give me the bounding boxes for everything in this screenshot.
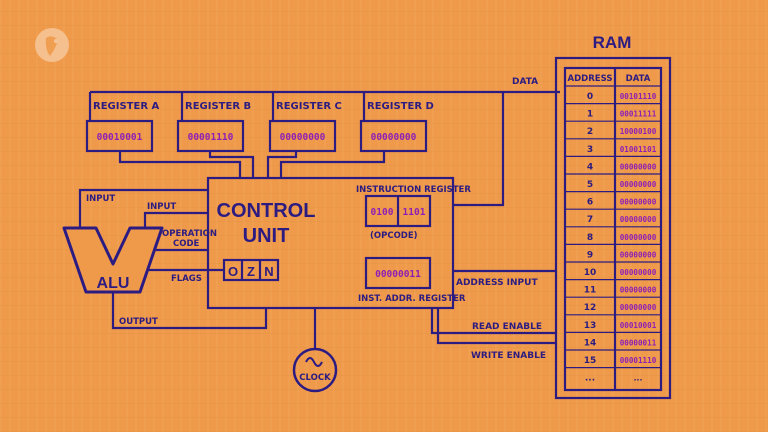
ram-address-cell: 3 <box>587 145 593 155</box>
register-c-label: REGISTER C <box>276 101 342 112</box>
clock: CLOCK <box>292 347 338 393</box>
ram-address-cell: 12 <box>584 303 597 313</box>
ram-address-cell: 2 <box>587 127 593 137</box>
ram-address-cell: 9 <box>587 250 593 260</box>
ram-address-cell: ... <box>585 374 595 384</box>
ram-address-cell: 4 <box>587 162 593 172</box>
alu-flags-label: FLAGS <box>171 274 202 284</box>
address-input-label: ADDRESS INPUT <box>456 278 538 288</box>
clock-label: CLOCK <box>299 373 331 383</box>
ram-data-cell: 00000000 <box>620 233 657 242</box>
register-b-label: REGISTER B <box>185 101 251 112</box>
opcode-label: (OPCODE) <box>370 231 418 241</box>
ram-data-cell: 00101110 <box>620 92 657 101</box>
register-a: REGISTER A 00010001 <box>85 101 159 153</box>
inst-addr-value: 00000011 <box>375 269 421 280</box>
alu-output-label: OUTPUT <box>119 317 158 327</box>
ram-table: 0 00101110 1 00011111 2 10000100 3 01001101 4 000… <box>565 85 661 384</box>
ram-address-cell: 11 <box>584 286 597 296</box>
ram-control-lines <box>313 269 557 350</box>
ram-data-cell: 00000000 <box>620 180 657 189</box>
alu-input-left-label: INPUT <box>86 194 115 204</box>
ram-data-cell: 00000011 <box>620 338 657 347</box>
ram-data-cell: 00000000 <box>620 286 657 295</box>
alu: ALU <box>62 226 164 294</box>
ram-address-cell: 15 <box>584 356 597 366</box>
ram-address-cell: 10 <box>584 268 597 278</box>
ram-data-cell: 00000000 <box>620 198 657 207</box>
operand-value: 1101 <box>403 207 426 218</box>
ram-data-cell: 00000000 <box>620 162 657 171</box>
ram-data-cell: 01001101 <box>620 145 657 154</box>
ram-address-cell: 14 <box>584 338 597 348</box>
ram-address-cell: 0 <box>587 92 593 102</box>
alu-label: ALU <box>97 275 130 292</box>
register-d-label: REGISTER D <box>367 101 434 112</box>
ram-title: RAM <box>593 33 632 52</box>
ram-data-cell: 00011111 <box>620 110 657 119</box>
control-unit-title-line2: UNIT <box>243 225 290 247</box>
register-a-label: REGISTER A <box>93 101 159 112</box>
instruction-register-label: INSTRUCTION REGISTER <box>356 185 471 195</box>
ram-data-cell: 00000000 <box>620 303 657 312</box>
ram-address-cell: 6 <box>587 198 593 208</box>
flag-overflow: O <box>228 264 238 279</box>
alu-opcode-label-line1: OPERATION <box>162 229 217 239</box>
register-b: REGISTER B 00001110 <box>176 101 251 153</box>
ram-data-cell: ... <box>634 374 643 383</box>
flag-negative: N <box>264 264 273 279</box>
register-c-value: 00000000 <box>280 132 326 143</box>
write-enable-label: WRITE ENABLE <box>471 351 546 361</box>
register-d-value: 00000000 <box>371 132 417 143</box>
ram-data-cell: 10000100 <box>620 127 657 136</box>
control-unit: CONTROL UNIT INSTRUCTION REGISTER 0100 1… <box>206 176 471 310</box>
data-bus-label: DATA <box>512 77 538 87</box>
ram-data-cell: 00000000 <box>620 215 657 224</box>
read-enable-label: READ ENABLE <box>472 322 542 332</box>
flag-zero: Z <box>247 264 255 279</box>
ram-address-cell: 5 <box>587 180 593 190</box>
register-b-value: 00001110 <box>188 132 234 143</box>
register-a-value: 00010001 <box>97 132 143 143</box>
ram-data-cell: 00010001 <box>620 321 657 330</box>
ram-header-data: DATA <box>626 74 651 84</box>
alu-input-right-label: INPUT <box>147 202 176 212</box>
ram-data-cell: 00001110 <box>620 356 657 365</box>
inst-addr-label: INST. ADDR. REGISTER <box>358 294 466 304</box>
ram-address-cell: 13 <box>584 321 597 331</box>
ram-address-cell: 8 <box>587 233 593 243</box>
opcode-value: 0100 <box>371 207 394 218</box>
ram-header-address: ADDRESS <box>568 74 613 84</box>
register-c: REGISTER C 00000000 <box>268 101 342 153</box>
alu-opcode-label-line2: CODE <box>173 239 200 249</box>
data-bus-lines <box>88 90 560 207</box>
ram-data-cell: 00000000 <box>620 250 657 259</box>
flags-register: O Z N <box>222 258 280 282</box>
alu-wiring <box>78 188 268 330</box>
ram-address-cell: 1 <box>587 110 593 120</box>
register-d: REGISTER D 00000000 <box>359 101 434 153</box>
control-unit-title-line1: CONTROL <box>217 200 316 222</box>
pbs-logo-icon <box>35 28 69 62</box>
ram-address-cell: 7 <box>587 215 593 225</box>
ram-data-cell: 00000000 <box>620 268 657 277</box>
sine-wave-icon <box>305 357 323 367</box>
